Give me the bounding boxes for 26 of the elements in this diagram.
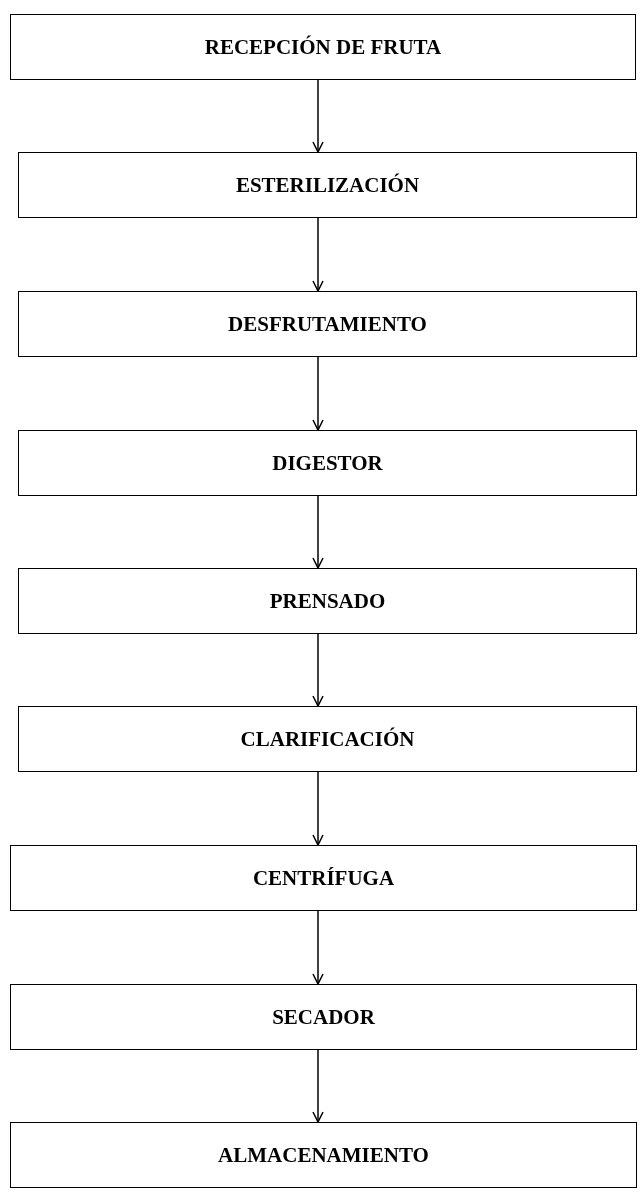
step-label: RECEPCIÓN DE FRUTA <box>204 34 442 60</box>
process-box <box>18 291 637 357</box>
process-box <box>18 568 637 634</box>
arrow <box>312 217 324 292</box>
arrow <box>312 356 324 431</box>
step-label: CENTRÍFUGA <box>252 865 395 891</box>
arrow <box>312 910 324 985</box>
arrow <box>312 79 324 153</box>
process-box <box>18 706 637 772</box>
arrow <box>312 633 324 707</box>
step-label: ALMACENAMIENTO <box>218 1142 429 1168</box>
process-box <box>10 984 637 1050</box>
process-box <box>10 14 636 80</box>
process-box <box>18 152 637 218</box>
step-label: ESTERILIZACIÓN <box>235 172 420 198</box>
step-label: PRENSADO <box>269 588 386 614</box>
process-box <box>10 1122 637 1188</box>
arrow <box>312 1049 324 1123</box>
process-box <box>18 430 637 496</box>
step-label: SECADOR <box>272 1004 375 1030</box>
step-label: CLARIFICACIÓN <box>240 726 415 752</box>
arrow <box>312 771 324 846</box>
arrow <box>312 495 324 569</box>
step-label: DIGESTOR <box>272 450 383 476</box>
process-box <box>10 845 637 911</box>
step-label: DESFRUTAMIENTO <box>228 311 427 337</box>
